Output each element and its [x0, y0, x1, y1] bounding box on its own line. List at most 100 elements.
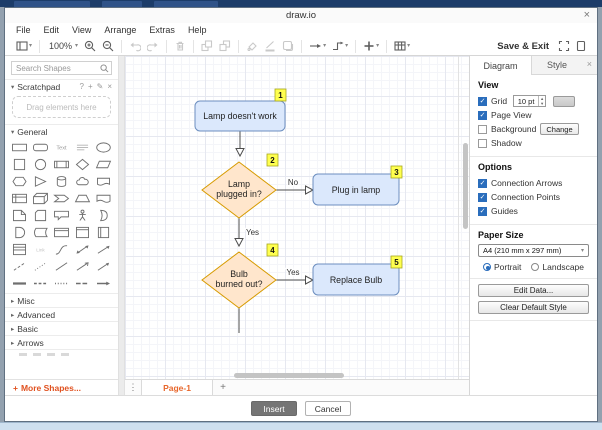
shape-parallelogram[interactable] [93, 157, 114, 172]
menu-help[interactable]: Help [187, 25, 207, 35]
shape-text[interactable]: Text [51, 140, 72, 155]
shape-link[interactable]: Link [30, 242, 51, 257]
shape-and[interactable] [9, 225, 30, 240]
node-replace-bulb[interactable]: Replace Bulb [312, 263, 400, 296]
shape-note[interactable] [9, 208, 30, 223]
section-basic[interactable]: ▸ Basic [5, 321, 118, 335]
shape-internal-storage[interactable] [9, 191, 30, 206]
shape-container-title[interactable] [72, 225, 93, 240]
shape-dotted-line[interactable] [30, 259, 51, 274]
menu-edit[interactable]: Edit [43, 25, 60, 35]
shape-vertical-container[interactable] [93, 225, 114, 240]
shape-arrow-open[interactable] [72, 259, 93, 274]
shape-diamond[interactable] [72, 157, 93, 172]
menu-arrange[interactable]: Arrange [104, 25, 137, 35]
menu-view[interactable]: View [72, 25, 92, 35]
grid-size-stepper[interactable]: ▲▼ [538, 96, 545, 106]
section-arrows[interactable]: ▸ Arrows [5, 335, 118, 349]
edit-data-button[interactable]: Edit Data... [478, 284, 589, 297]
shape-line[interactable] [51, 259, 72, 274]
shape-rectangle[interactable] [9, 140, 30, 155]
shape-rounded-rectangle[interactable] [30, 140, 51, 155]
more-shapes-button[interactable]: + More Shapes... [5, 379, 118, 395]
save-and-exit-button[interactable]: Save & Exit [497, 40, 549, 52]
help-icon[interactable]: ? [79, 82, 84, 91]
shape-ellipse[interactable] [93, 140, 114, 155]
page-view-button[interactable]: ▾ [13, 38, 35, 54]
zoom-out-button[interactable] [99, 38, 117, 54]
shape-actor[interactable] [72, 208, 93, 223]
shape-dotted-link[interactable] [51, 276, 72, 291]
shape-step[interactable] [51, 191, 72, 206]
paper-size-select[interactable]: A4 (210 mm x 297 mm) ▾ [478, 244, 589, 257]
connection-points-checkbox[interactable] [478, 192, 487, 202]
insert-button[interactable]: Insert [251, 401, 297, 416]
shadow-button[interactable] [279, 38, 297, 54]
cancel-button[interactable]: Cancel [305, 401, 351, 416]
shape-card[interactable] [30, 208, 51, 223]
shape-or[interactable] [93, 208, 114, 223]
horizontal-scrollbar[interactable] [234, 373, 344, 378]
fill-color-button[interactable] [243, 38, 261, 54]
zoom-dropdown[interactable]: 100% ▾ [44, 38, 81, 54]
node-lamp-plugged-in[interactable]: Lamp plugged in? [201, 161, 277, 219]
shape-tape[interactable] [93, 191, 114, 206]
portrait-radio[interactable] [483, 263, 491, 271]
redo-button[interactable] [144, 38, 162, 54]
edit-icon[interactable]: ✎ [96, 82, 104, 91]
badge-5[interactable]: 5 [390, 255, 403, 269]
shape-curve[interactable] [51, 242, 72, 257]
table-button[interactable]: ▾ [391, 38, 413, 54]
shape-trapezoid[interactable] [72, 191, 93, 206]
scratchpad-header[interactable]: ▾ Scratchpad ? + ✎ × [5, 79, 118, 93]
zoom-in-button[interactable] [81, 38, 99, 54]
page-tab[interactable]: Page-1 [141, 380, 213, 395]
sidebar-splitter[interactable] [118, 56, 125, 395]
shape-square[interactable] [9, 157, 30, 172]
section-advanced[interactable]: ▸ Advanced [5, 307, 118, 321]
shape-cube[interactable] [30, 191, 51, 206]
shape-thin-link[interactable] [72, 276, 93, 291]
badge-2[interactable]: 2 [266, 153, 279, 167]
diagram-canvas[interactable]: No Yes Yes [125, 56, 469, 379]
badge-3[interactable]: 3 [390, 165, 403, 179]
edge-label-yes2[interactable]: Yes [285, 267, 301, 279]
edge-yes-2[interactable]: Yes [276, 267, 315, 285]
connection-style-button[interactable]: ▾ [306, 38, 329, 54]
to-back-button[interactable] [216, 38, 234, 54]
grid-checkbox[interactable] [478, 96, 487, 106]
edge-yes-1[interactable]: Yes [234, 218, 260, 248]
shape-bidirectional-arrow[interactable] [72, 242, 93, 257]
shape-arrow-link[interactable] [93, 276, 114, 291]
shape-cylinder[interactable] [51, 174, 72, 189]
shape-list[interactable] [9, 242, 30, 257]
landscape-radio[interactable] [531, 263, 540, 271]
scratchpad-dropzone[interactable]: Drag elements here [12, 96, 111, 118]
tab-diagram[interactable]: Diagram [470, 56, 532, 75]
grid-color-swatch[interactable] [553, 95, 576, 107]
add-icon[interactable]: + [87, 82, 93, 91]
waypoint-style-button[interactable]: ▾ [329, 38, 351, 54]
to-front-button[interactable] [198, 38, 216, 54]
shape-arrow[interactable] [93, 242, 114, 257]
search-input[interactable] [11, 61, 112, 75]
grid-size-input[interactable] [514, 96, 539, 106]
shape-circle[interactable] [30, 157, 51, 172]
fullscreen-button[interactable] [555, 38, 573, 54]
node-bulb-burned-out[interactable]: Bulb burned out? [201, 251, 277, 309]
shape-dashed-line[interactable] [9, 259, 30, 274]
guides-checkbox[interactable] [478, 206, 487, 216]
close-panel-icon[interactable]: × [586, 59, 592, 69]
node-plug-in-lamp[interactable]: Plug in lamp [312, 173, 400, 206]
shape-bold-link[interactable] [9, 276, 30, 291]
clear-default-style-button[interactable]: Clear Default Style [478, 301, 589, 314]
undo-button[interactable] [126, 38, 144, 54]
insert-shape-button[interactable]: ▾ [360, 38, 382, 54]
badge-4[interactable]: 4 [266, 243, 279, 257]
shape-document[interactable] [93, 174, 114, 189]
section-general[interactable]: ▾ General [5, 124, 118, 138]
background-checkbox[interactable] [478, 124, 487, 134]
shape-data-storage[interactable] [30, 225, 51, 240]
menu-file[interactable]: File [16, 25, 31, 35]
shadow-checkbox[interactable] [478, 138, 487, 148]
